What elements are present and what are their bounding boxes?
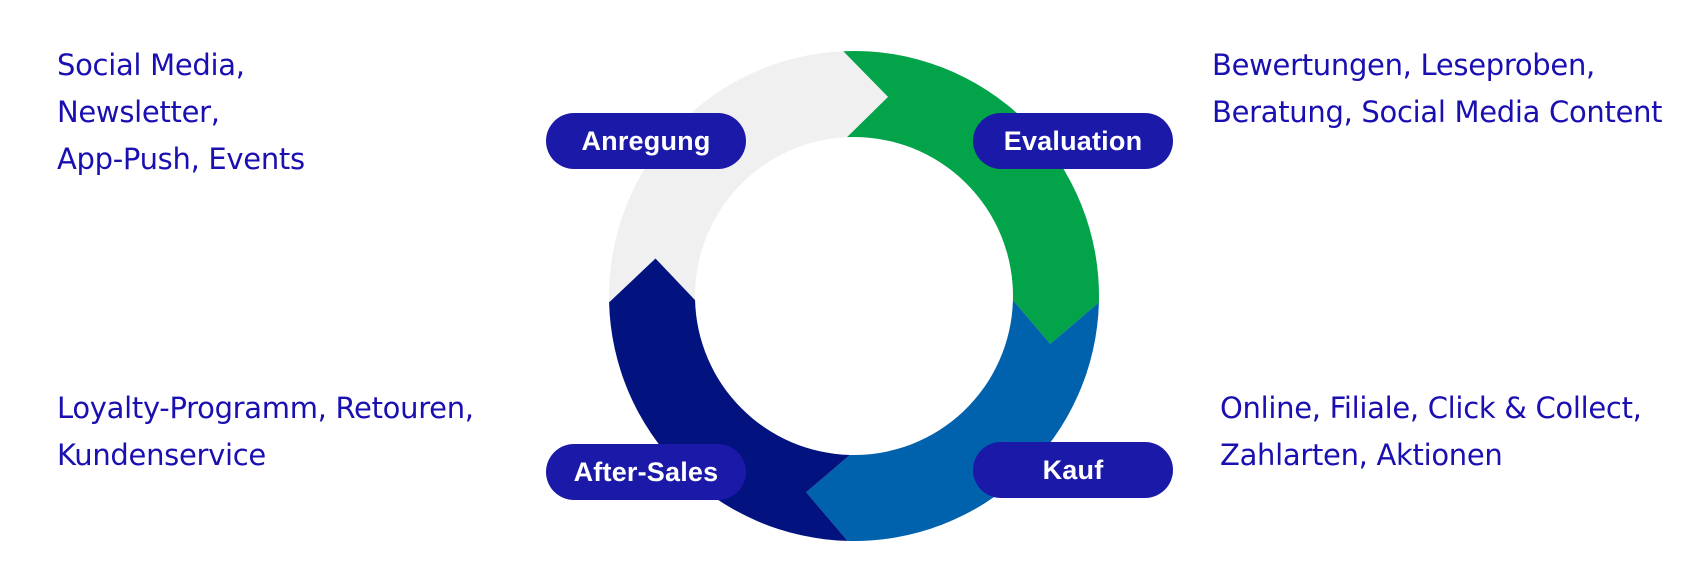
- stage-label-text: Kauf: [1042, 454, 1104, 485]
- evaluation-description-line: Bewertungen, Leseproben,: [1212, 48, 1595, 82]
- after-sales-description-line: Kundenservice: [57, 438, 266, 472]
- stage-label-after-sales: After-Sales: [546, 444, 746, 500]
- segment-kauf: [806, 300, 1099, 541]
- evaluation-description-line: Beratung, Social Media Content: [1212, 95, 1663, 129]
- anregung-description: Social Media, Newsletter, App-Push, Even…: [57, 42, 305, 183]
- after-sales-description: Loyalty-Programm, Retouren, Kundenservic…: [57, 385, 474, 479]
- stage-label-evaluation: Evaluation: [973, 113, 1173, 169]
- stage-label-text: Evaluation: [1003, 125, 1143, 156]
- segment-anregung: [609, 51, 889, 303]
- kauf-description-line: Zahlarten, Aktionen: [1220, 438, 1503, 472]
- anregung-description-line: Newsletter,: [57, 95, 220, 129]
- segment-evaluation: [843, 51, 1099, 344]
- segment-after-sales: [609, 258, 850, 541]
- anregung-description-line: Social Media,: [57, 48, 245, 82]
- kauf-description: Online, Filiale, Click & Collect, Zahlar…: [1220, 385, 1642, 479]
- stage-label-kauf: Kauf: [973, 442, 1173, 498]
- after-sales-description-line: Loyalty-Programm, Retouren,: [57, 391, 474, 425]
- kauf-description-line: Online, Filiale, Click & Collect,: [1220, 391, 1642, 425]
- stage-label-anregung: Anregung: [546, 113, 746, 169]
- stage-label-text: After-Sales: [573, 456, 719, 487]
- stage-label-text: Anregung: [581, 125, 711, 156]
- evaluation-description: Bewertungen, Leseproben, Beratung, Socia…: [1212, 42, 1663, 136]
- anregung-description-line: App-Push, Events: [57, 142, 305, 176]
